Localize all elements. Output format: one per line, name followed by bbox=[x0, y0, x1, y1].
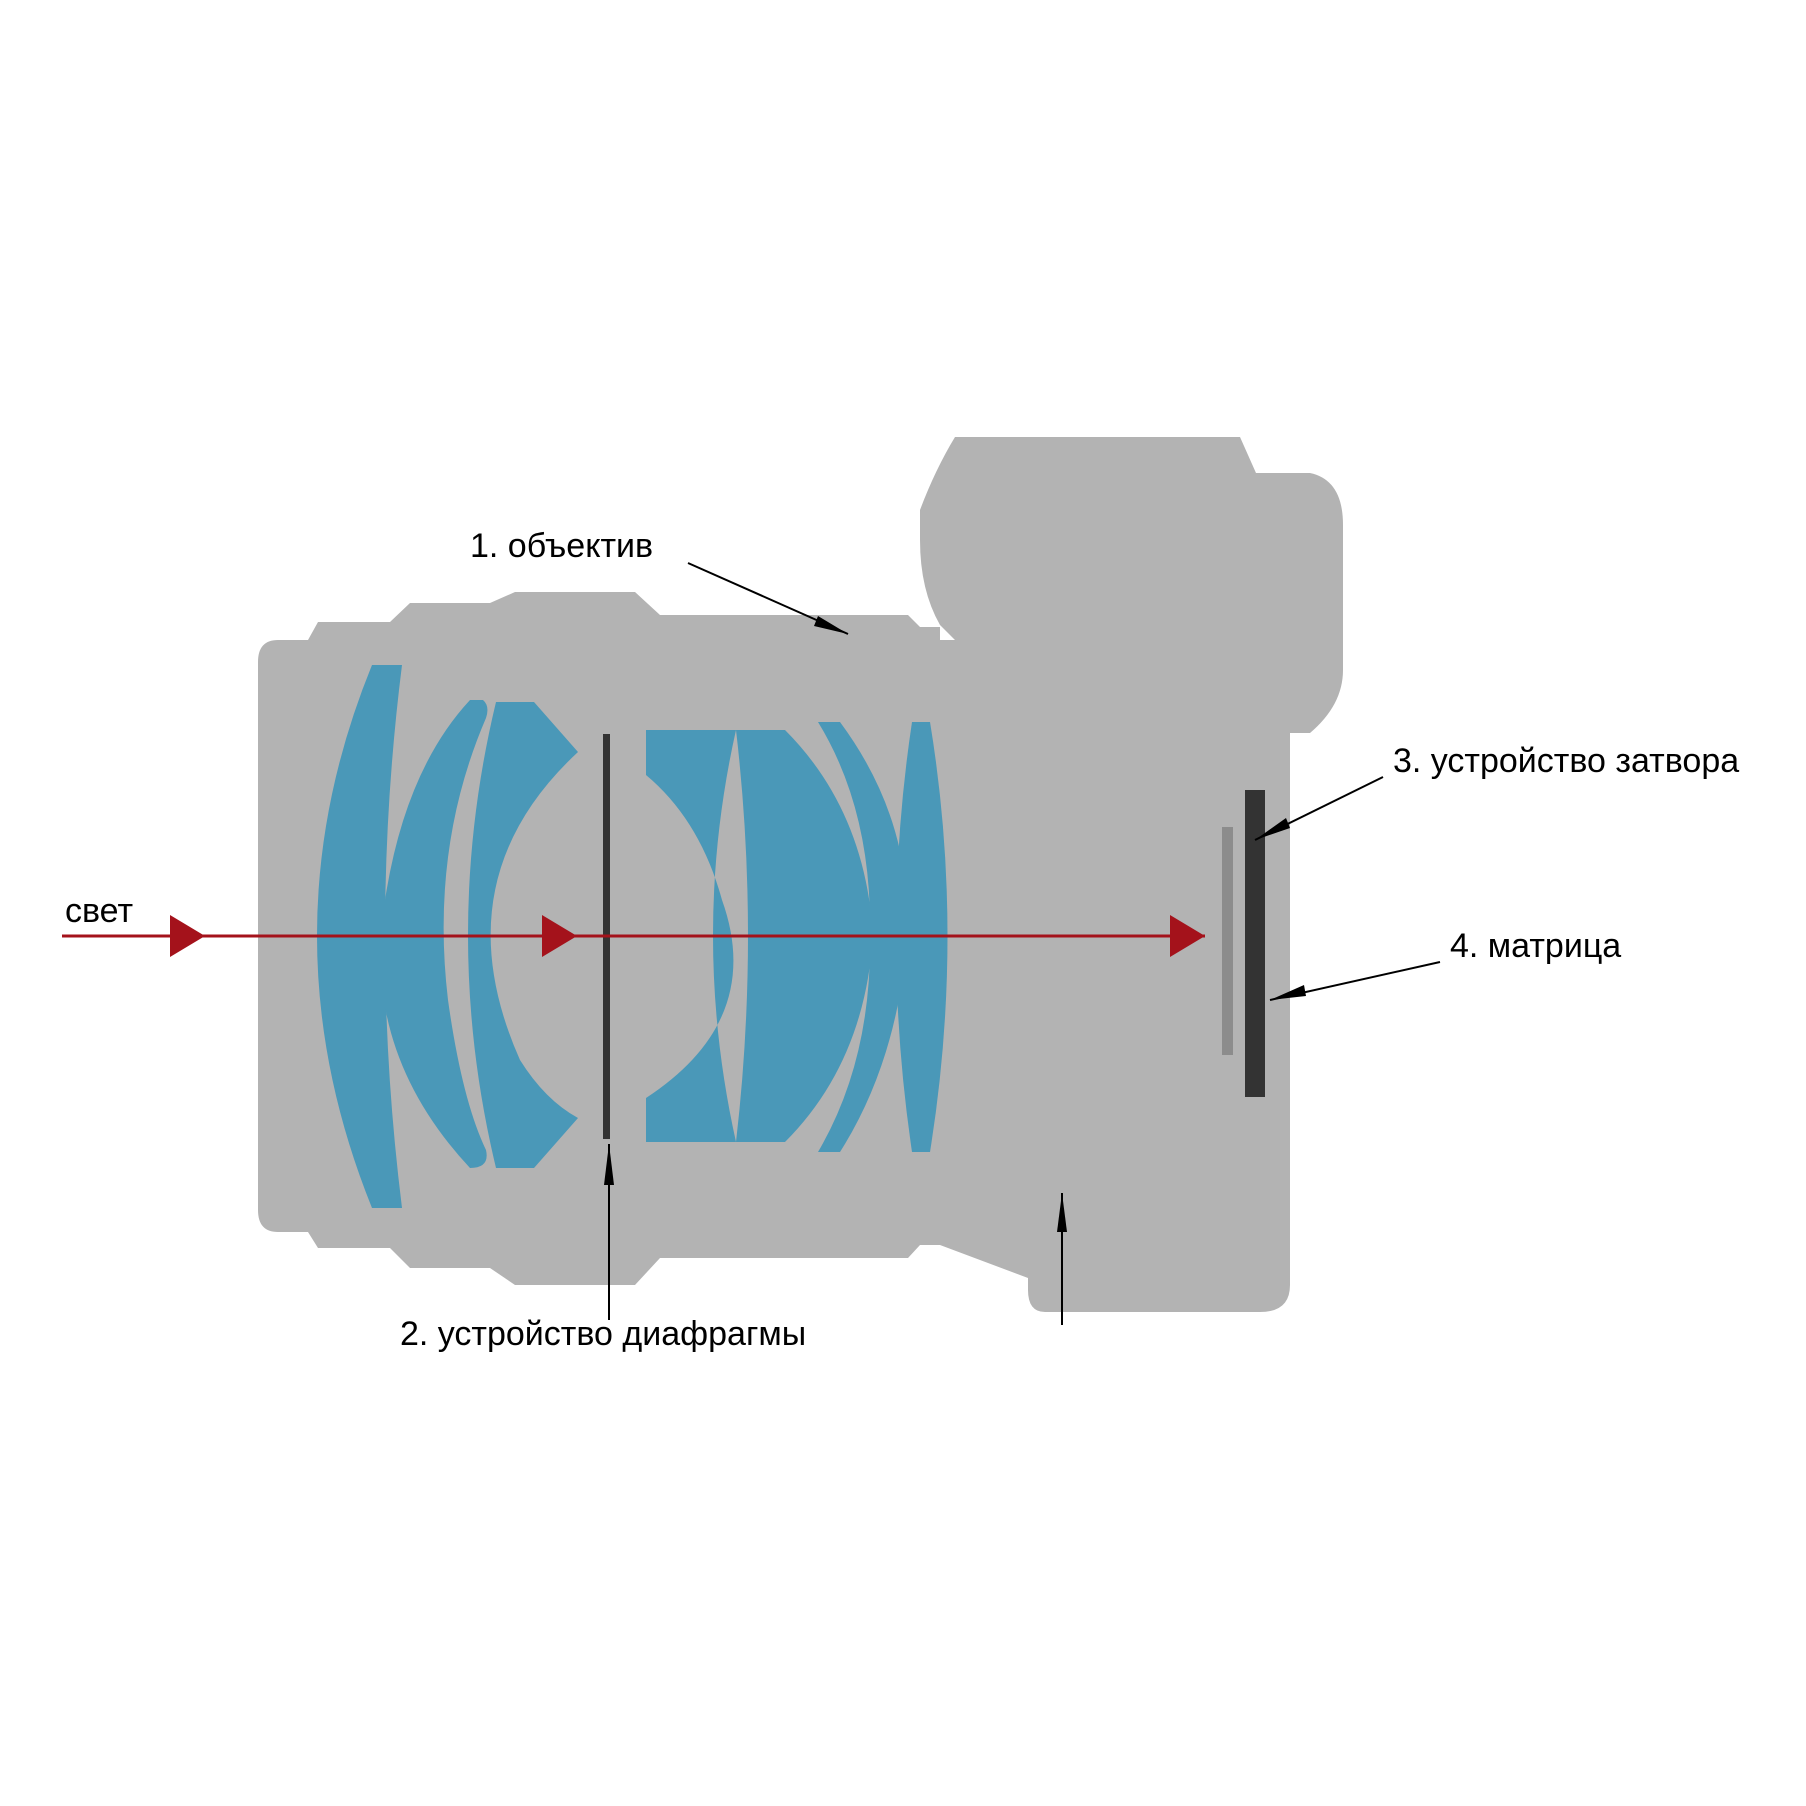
lens-elements bbox=[317, 665, 948, 1208]
lens-element-3 bbox=[468, 702, 578, 1168]
shutter-leader-arrow bbox=[1255, 818, 1290, 840]
lens-leader-arrow bbox=[814, 616, 848, 634]
shutter-label: 3. устройство затвора bbox=[1393, 742, 1739, 780]
ray-arrowhead-1 bbox=[170, 915, 205, 957]
ray-arrowhead-2 bbox=[542, 915, 577, 957]
lens-label: 1. объектив bbox=[470, 527, 653, 565]
body-leader-arrow bbox=[1057, 1193, 1067, 1232]
lens-element-2 bbox=[380, 700, 488, 1168]
lens-element-6 bbox=[818, 722, 908, 1152]
lens-element-4 bbox=[646, 730, 736, 1142]
diaphragm-leader-arrow bbox=[604, 1144, 614, 1185]
light-label: свет bbox=[65, 892, 133, 930]
camera-body bbox=[920, 437, 1343, 1312]
sensor-plate bbox=[1245, 790, 1265, 1097]
light-ray bbox=[62, 915, 1205, 957]
diaphragm-label: 2. устройство диафрагмы bbox=[400, 1315, 806, 1353]
shutter-plate bbox=[1222, 827, 1233, 1055]
sensor-label: 4. матрица bbox=[1450, 927, 1621, 965]
sensor-leader-arrow bbox=[1270, 985, 1306, 1000]
leader-lines bbox=[604, 562, 1441, 1325]
ray-arrowhead-3 bbox=[1170, 915, 1205, 957]
